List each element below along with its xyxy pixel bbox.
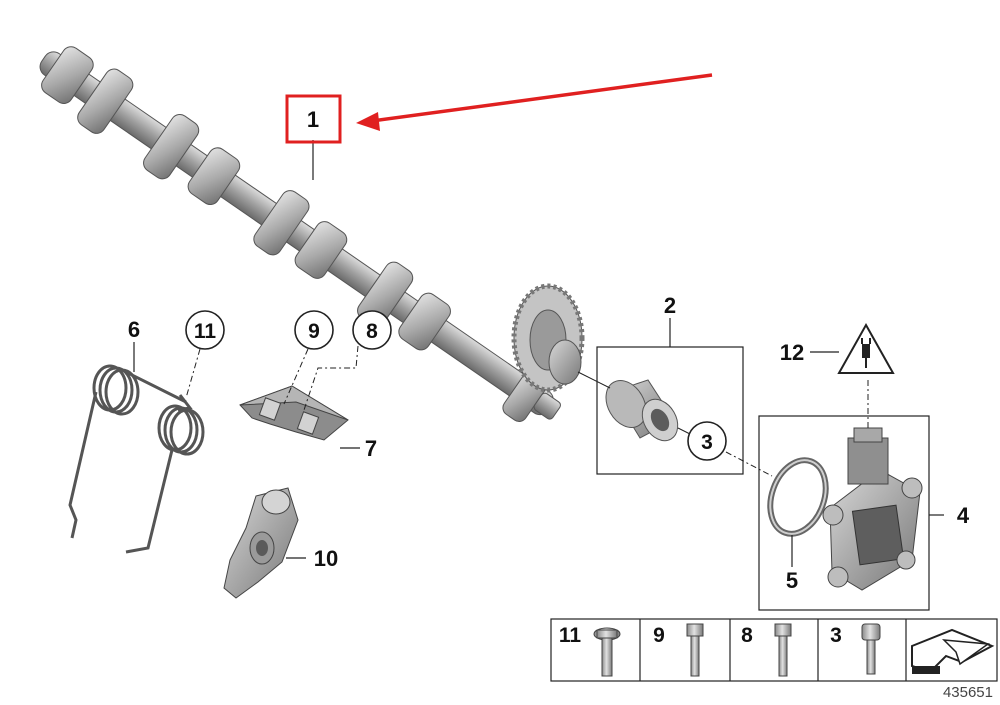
group-2: 2 xyxy=(577,293,744,475)
fastener-cell-11: 11 xyxy=(559,624,621,677)
highlight-box xyxy=(285,94,342,144)
fastener-label-9[interactable]: 9 xyxy=(653,624,665,647)
eccentric-shaft-sensor xyxy=(822,427,923,591)
callout-7[interactable]: 7 xyxy=(365,436,377,461)
hex-bolt-icon xyxy=(686,623,704,677)
group-4: 4 5 xyxy=(758,380,970,611)
callout-6[interactable]: 6 xyxy=(128,317,140,342)
callout-8[interactable]: 8 xyxy=(366,320,378,343)
electrical-warning-icon xyxy=(837,322,895,374)
callout-2[interactable]: 2 xyxy=(664,293,676,318)
fastener-label-11[interactable]: 11 xyxy=(559,624,582,647)
fastener-table: 11 9 8 3 xyxy=(550,618,998,682)
callout-1[interactable]: 1 xyxy=(307,107,319,132)
flange-bolt-icon xyxy=(593,627,621,677)
callout-12[interactable]: 12 xyxy=(780,340,804,365)
callout-8-circle: 8 xyxy=(303,310,392,411)
fastener-cell-9: 9 xyxy=(653,623,704,677)
highlight-arrow xyxy=(356,73,713,131)
frame-4 xyxy=(758,415,930,611)
guide-block xyxy=(239,385,349,441)
intermediate-lever xyxy=(223,487,299,599)
callout-11[interactable]: 11 xyxy=(194,320,217,343)
fastener-cell-8: 8 xyxy=(741,623,792,677)
socket-cap-screw-icon xyxy=(861,623,881,675)
camshaft xyxy=(39,46,585,422)
callout-4[interactable]: 4 xyxy=(957,503,970,528)
fastener-cell-3: 3 xyxy=(830,623,881,675)
o-ring xyxy=(767,457,829,537)
callout-11-circle: 11 xyxy=(185,310,225,399)
callout-5[interactable]: 5 xyxy=(786,568,798,593)
callout-9-circle: 9 xyxy=(283,310,334,405)
assembly-arrow-icon xyxy=(911,628,995,674)
fastener-label-8[interactable]: 8 xyxy=(741,624,753,647)
cam-lobes xyxy=(41,46,451,351)
leader-shaft-to-sleeve xyxy=(577,371,611,389)
callout-3-circle: 3 xyxy=(687,421,773,477)
reference-number: 435651 xyxy=(943,684,993,701)
callout-9[interactable]: 9 xyxy=(308,320,320,343)
adapter-sleeve xyxy=(605,379,679,442)
callout-10[interactable]: 10 xyxy=(314,546,338,571)
fastener-label-3[interactable]: 3 xyxy=(830,624,842,647)
torsion-spring xyxy=(68,364,205,554)
hex-bolt-icon xyxy=(774,623,792,677)
callout-3[interactable]: 3 xyxy=(701,431,713,454)
reluctor-wheel xyxy=(511,283,585,393)
